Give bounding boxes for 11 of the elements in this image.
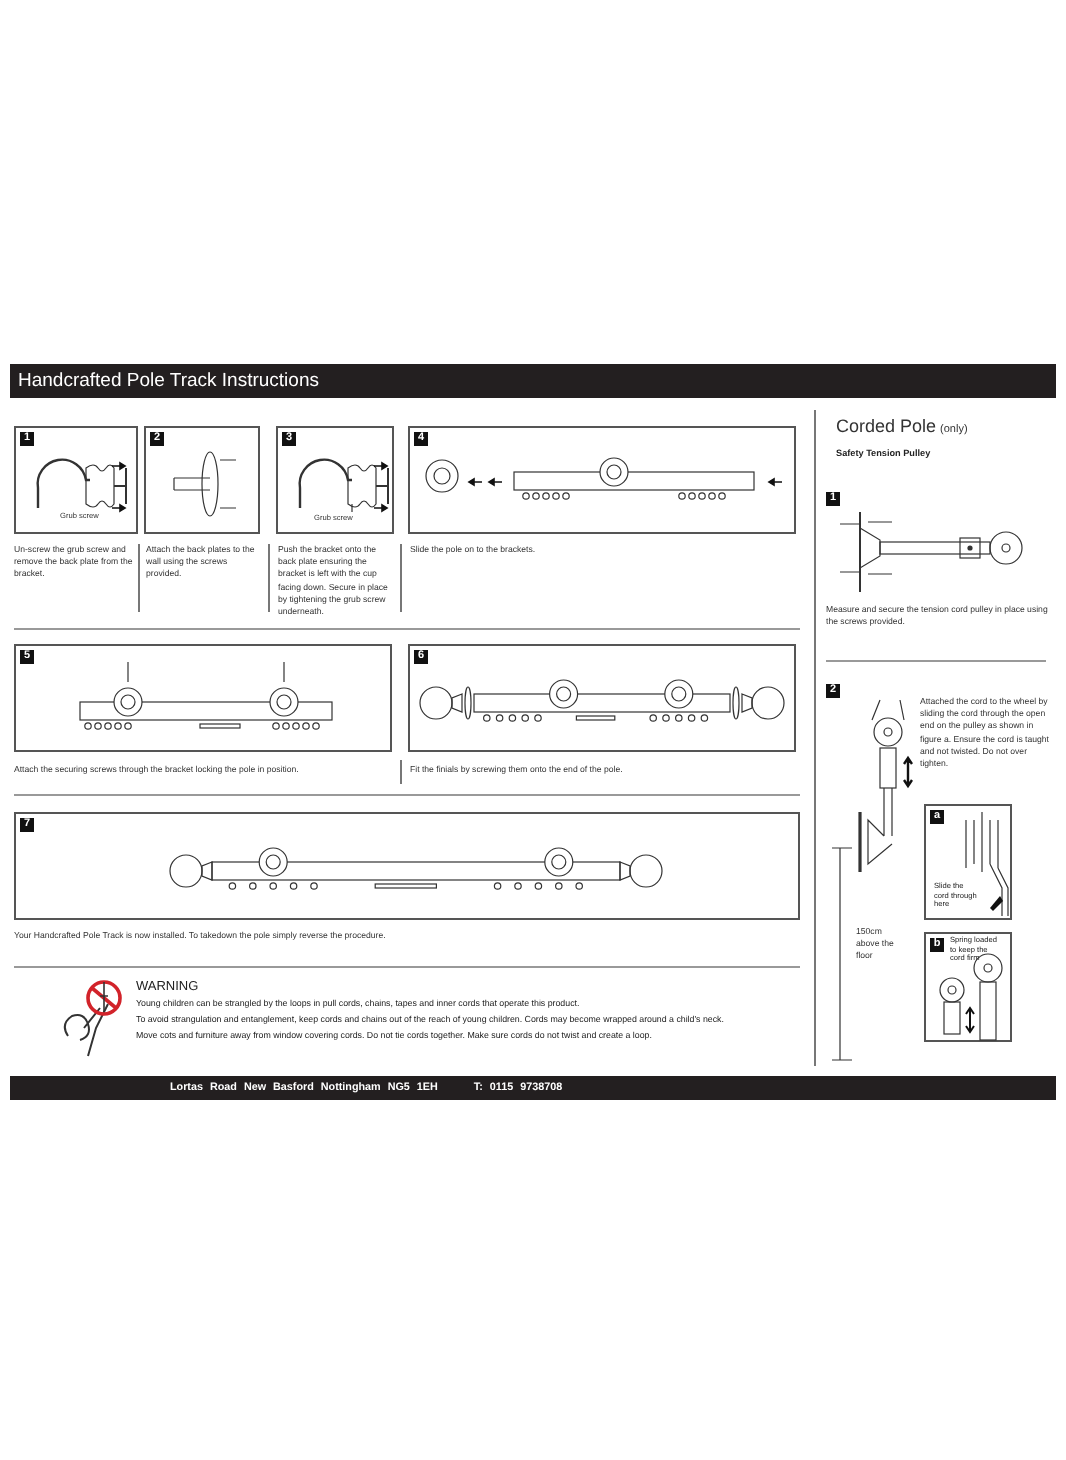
step-panel bbox=[924, 804, 1012, 920]
step-panel bbox=[144, 426, 260, 534]
step-panel bbox=[924, 932, 1012, 1042]
step-panel bbox=[408, 426, 796, 534]
step-panel bbox=[14, 812, 800, 920]
step-panel bbox=[276, 426, 394, 534]
step-panel bbox=[14, 644, 392, 752]
step-panel bbox=[14, 426, 138, 534]
title: Handcrafted Pole Track Instructions bbox=[18, 368, 319, 394]
section-heading: Corded Pole bbox=[836, 416, 937, 436]
step-panel bbox=[408, 644, 796, 752]
